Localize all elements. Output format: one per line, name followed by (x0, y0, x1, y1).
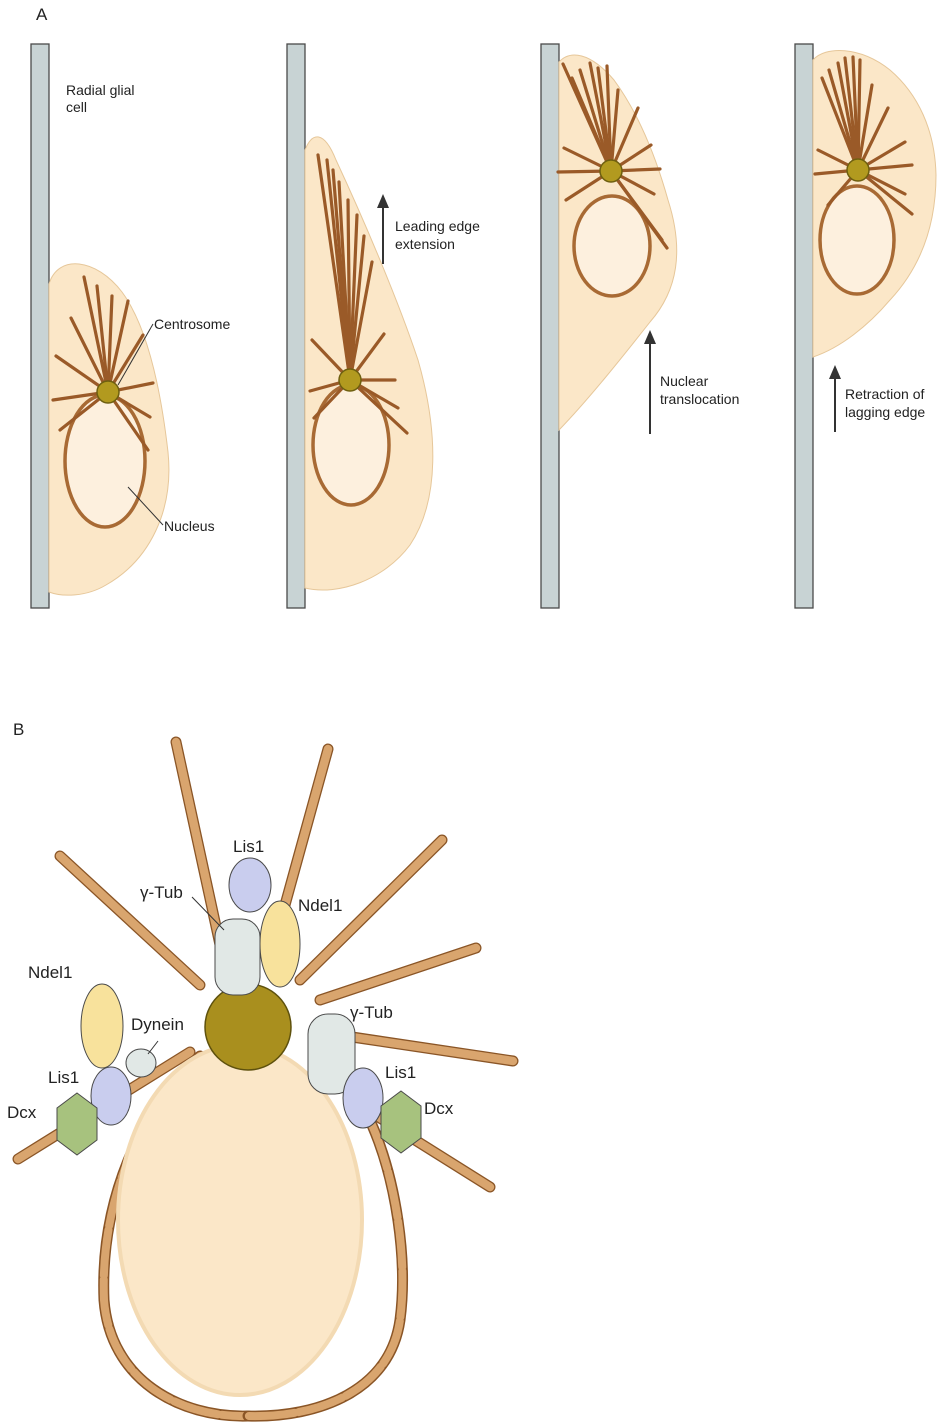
retraction-caption-line-2: lagging edge (845, 404, 925, 420)
lis1-left-label: Lis1 (48, 1068, 79, 1087)
dynein-shape (126, 1049, 156, 1077)
stage-1-centrosome (97, 381, 119, 403)
gamma-tubulin-top-shape (215, 919, 260, 995)
radial-glial-fiber-2 (287, 44, 305, 608)
ndel1-top-shape (260, 901, 300, 987)
dcx-left-label: Dcx (7, 1103, 37, 1122)
stage-3-neuron (558, 55, 677, 430)
leading-edge-caption-line-1: Leading edge (395, 218, 480, 234)
panel-b-nucleus (118, 1045, 362, 1395)
stage-3-centrosome (600, 160, 622, 182)
gamma-tub-left-label: γ-Tub (140, 883, 183, 902)
nuclear-translocation-arrowhead (644, 330, 656, 344)
lis1-top-label: Lis1 (233, 837, 264, 856)
stage-4-neuron (813, 51, 936, 357)
ndel1-right-label: Ndel1 (298, 896, 342, 915)
panel-a-letter: A (36, 5, 48, 24)
radial-glial-fiber-3 (541, 44, 559, 608)
radial-glial-fiber-4 (795, 44, 813, 608)
dcx-right-label: Dcx (424, 1099, 454, 1118)
radial-glial-cell-label-line-2: cell (66, 99, 87, 115)
lis1-top-shape (229, 858, 271, 912)
panel-b-letter: B (13, 720, 24, 739)
stage-2-centrosome (339, 369, 361, 391)
nuclear-translocation-caption-line-2: translocation (660, 391, 739, 407)
leading-edge-arrowhead (377, 194, 389, 208)
stage-1-neuron (49, 264, 169, 595)
nuclear-translocation-caption-line-1: Nuclear (660, 373, 709, 389)
lis1-right-label: Lis1 (385, 1063, 416, 1082)
ndel1-left-label: Ndel1 (28, 963, 72, 982)
lis1-right-shape (343, 1068, 383, 1128)
stage-4-centrosome (847, 159, 869, 181)
centrosome-label: Centrosome (154, 316, 230, 332)
radial-glial-cell-label-line-1: Radial glial (66, 82, 134, 98)
leading-edge-caption-line-2: extension (395, 236, 455, 252)
gamma-tub-right-label: γ-Tub (350, 1003, 393, 1022)
dynein-leader (148, 1041, 158, 1054)
retraction-arrowhead (829, 365, 841, 379)
ndel1-left-shape (81, 984, 123, 1068)
retraction-caption-line-1: Retraction of (845, 386, 924, 402)
nucleus-label: Nucleus (164, 518, 215, 534)
stage-2-neuron (305, 137, 433, 590)
dynein-label: Dynein (131, 1015, 184, 1034)
radial-glial-fiber-1 (31, 44, 49, 608)
panel-b-centrosome (205, 984, 291, 1070)
